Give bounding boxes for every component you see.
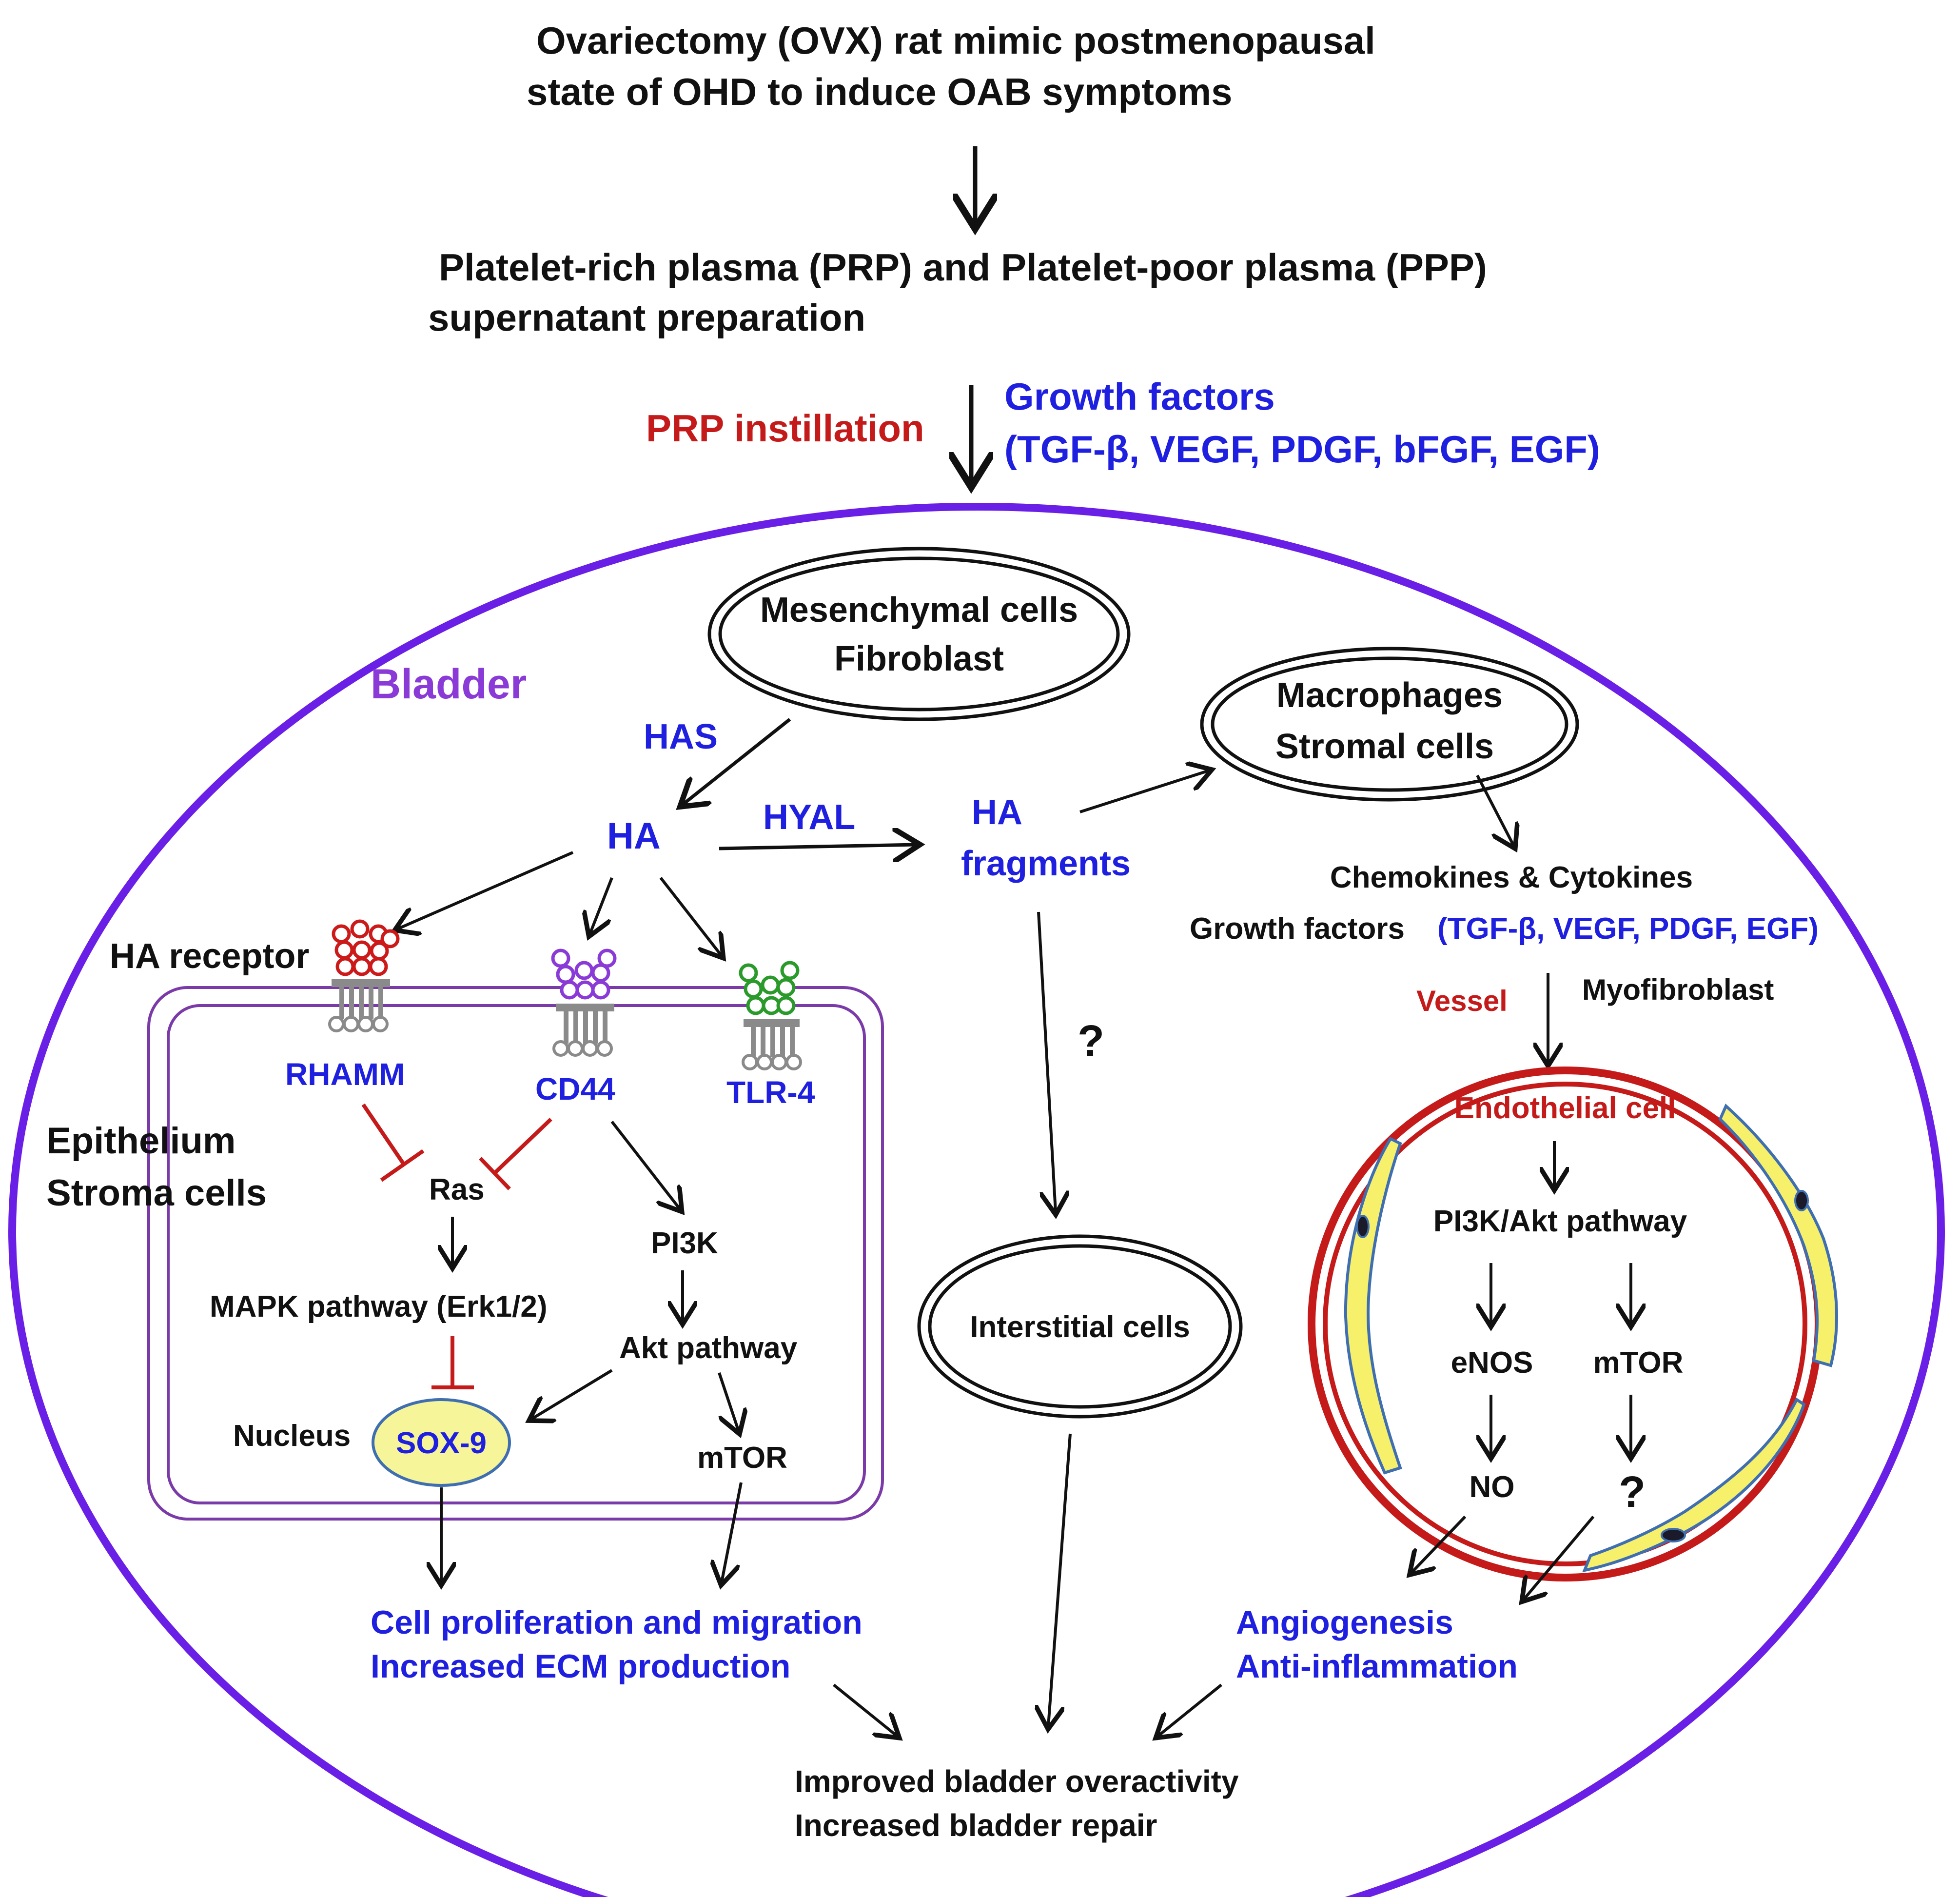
endothelial-cell-shape-left bbox=[1344, 1137, 1402, 1475]
interstitial-cells-ellipse-inner bbox=[928, 1244, 1232, 1409]
ha-receptor-label: HA receptor bbox=[110, 937, 309, 976]
arrow-question-to-angiogenesis bbox=[1524, 1516, 1595, 1600]
arrow-ha-to-rhamm bbox=[397, 851, 574, 929]
arrow-ha-to-fragments bbox=[719, 845, 917, 849]
cell-outcome-line-2: Increased ECM production bbox=[371, 1648, 790, 1685]
final-outcome-line-2: Increased bladder repair bbox=[795, 1808, 1157, 1843]
hyal-label: HYAL bbox=[763, 798, 855, 837]
rhamm-receptor-icon bbox=[328, 919, 400, 1032]
mesenchymal-line-1: Mesenchymal cells bbox=[760, 591, 1078, 630]
arrow-no-to-angiogenesis bbox=[1411, 1515, 1467, 1573]
prp-prep-line-1: Platelet-rich plasma (PRP) and Platelet-… bbox=[439, 246, 1487, 289]
chemokines-line-2-list: (TGF-β, VEGF, PDGF, EGF) bbox=[1437, 912, 1819, 946]
pi3k-label: PI3K bbox=[651, 1226, 718, 1260]
arrow-angio-outcome-to-final bbox=[1158, 1683, 1222, 1736]
myofibroblast-label: Myofibroblast bbox=[1582, 973, 1774, 1006]
arrow-akt-to-sox9 bbox=[531, 1369, 613, 1419]
growth-factors-title: Growth factors bbox=[1004, 375, 1275, 418]
macrophages-line-1: Macrophages bbox=[1276, 676, 1503, 715]
cd44-label: CD44 bbox=[535, 1071, 615, 1107]
arrow-fragments-to-interstitial bbox=[1037, 911, 1056, 1212]
inhibition-rhamm-to-ras bbox=[361, 1103, 425, 1182]
nucleus-label: Nucleus bbox=[233, 1419, 351, 1453]
question-mark-center: ? bbox=[1078, 1017, 1104, 1066]
interstitial-label: Interstitial cells bbox=[970, 1310, 1190, 1344]
mtor-left-label: mTOR bbox=[697, 1441, 787, 1475]
no-label: NO bbox=[1470, 1470, 1515, 1504]
mapk-label: MAPK pathway (Erk1/2) bbox=[210, 1290, 548, 1324]
header-line-2: state of OHD to induce OAB symptoms bbox=[527, 70, 1233, 113]
cell-outcome-line-1: Cell proliferation and migration bbox=[371, 1604, 862, 1641]
epithelium-line-2: Stroma cells bbox=[46, 1172, 267, 1214]
ha-fragments-line-2: fragments bbox=[961, 844, 1131, 883]
arrow-mtor-to-outcome bbox=[722, 1482, 743, 1582]
cd44-receptor-icon bbox=[551, 948, 617, 1057]
chemokines-line-1: Chemokines & Cytokines bbox=[1330, 861, 1693, 894]
epithelium-line-1: Epithelium bbox=[46, 1120, 235, 1162]
arrow-macrophages-to-chemokines bbox=[1476, 774, 1514, 846]
bladder-label: Bladder bbox=[371, 661, 527, 708]
angio-outcome-line-1: Angiogenesis bbox=[1236, 1604, 1453, 1641]
ha-label: HA bbox=[607, 815, 661, 857]
bladder-outline bbox=[8, 503, 1945, 1897]
ras-label: Ras bbox=[429, 1173, 485, 1206]
growth-factors-list: (TGF-β, VEGF, PDGF, bFGF, EGF) bbox=[1004, 428, 1600, 471]
inhibition-mapk-to-sox9 bbox=[431, 1336, 474, 1389]
macrophages-line-2: Stromal cells bbox=[1275, 727, 1494, 766]
arrow-cell-outcome-to-final bbox=[833, 1683, 897, 1736]
inhibition-cd44-to-ras bbox=[479, 1118, 552, 1190]
arrow-akt-to-mtor bbox=[718, 1372, 739, 1431]
final-outcome-line-1: Improved bladder overactivity bbox=[795, 1764, 1239, 1799]
arrow-mesenchymal-to-ha bbox=[683, 718, 791, 805]
sox9-nucleus bbox=[372, 1398, 511, 1487]
akt-label: Akt pathway bbox=[619, 1331, 798, 1365]
arrow-ha-to-cd44 bbox=[590, 877, 613, 934]
mtor-right-label: mTOR bbox=[1593, 1346, 1684, 1380]
prp-prep-line-2: supernatant preparation bbox=[428, 296, 865, 339]
prp-instillation-label: PRP instillation bbox=[646, 407, 924, 450]
arrow-cd44-to-pi3k bbox=[610, 1121, 680, 1209]
interstitial-cells-ellipse bbox=[917, 1234, 1243, 1419]
arrow-interstitial-to-final bbox=[1048, 1433, 1072, 1726]
mesenchymal-cells-ellipse bbox=[707, 547, 1131, 721]
header-line-1: Ovariectomy (OVX) rat mimic postmenopaus… bbox=[536, 19, 1375, 62]
vessel-wall-inner bbox=[1323, 1082, 1807, 1566]
cell-membrane-inner bbox=[167, 1004, 866, 1504]
mesenchymal-line-2: Fibroblast bbox=[834, 639, 1004, 678]
endothelial-cell-shape-right bbox=[1718, 1104, 1838, 1367]
arrow-fragments-to-macrophages bbox=[1079, 771, 1209, 813]
pi3k-akt-label: PI3K/Akt pathway bbox=[1433, 1205, 1687, 1238]
has-label: HAS bbox=[644, 717, 718, 756]
sox9-label: SOX-9 bbox=[396, 1426, 487, 1460]
endothelial-label: Endothelial cell bbox=[1454, 1091, 1676, 1125]
macrophages-ellipse bbox=[1200, 647, 1579, 802]
chemokines-line-2-prefix: Growth factors bbox=[1190, 912, 1405, 946]
vessel-label: Vessel bbox=[1416, 985, 1508, 1017]
rhamm-label: RHAMM bbox=[285, 1057, 405, 1092]
mesenchymal-cells-ellipse-inner bbox=[718, 556, 1120, 711]
question-mark-vessel: ? bbox=[1619, 1468, 1646, 1517]
endothelial-cell-shape-bottom bbox=[1582, 1397, 1806, 1573]
ha-fragments-line-1: HA bbox=[972, 793, 1022, 832]
macrophages-ellipse-inner bbox=[1211, 656, 1568, 792]
tlr4-label: TLR-4 bbox=[726, 1075, 815, 1110]
tlr4-receptor-icon bbox=[739, 961, 802, 1070]
angio-outcome-line-2: Anti-inflammation bbox=[1236, 1648, 1518, 1685]
cell-membrane-outer bbox=[147, 986, 884, 1521]
enos-label: eNOS bbox=[1451, 1346, 1533, 1380]
arrow-ha-to-tlr4 bbox=[659, 877, 722, 956]
